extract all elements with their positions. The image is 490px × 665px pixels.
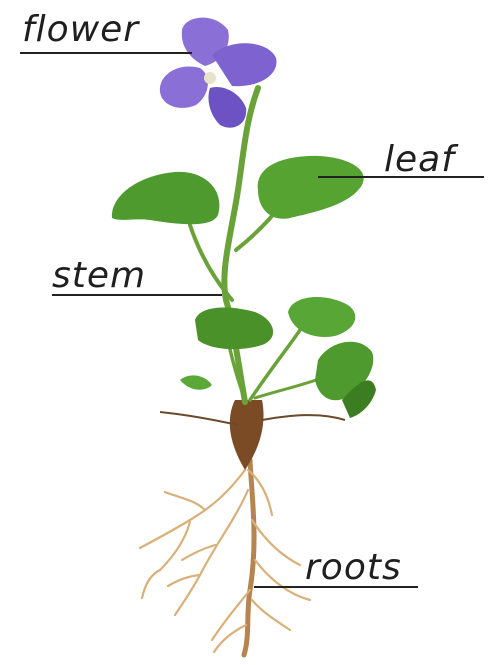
label-leaf: leaf [384,140,455,180]
leader-line-flower [20,52,192,54]
crown-illustration [160,400,345,470]
leader-line-stem [52,294,222,296]
stem-illustration [190,88,330,402]
flower-illustration [160,18,277,128]
roots-illustration [140,460,310,655]
label-flower: flower [22,10,139,50]
leader-line-roots [254,586,418,588]
label-roots: roots [305,548,402,588]
label-stem: stem [52,256,146,296]
leader-line-leaf [318,176,484,178]
